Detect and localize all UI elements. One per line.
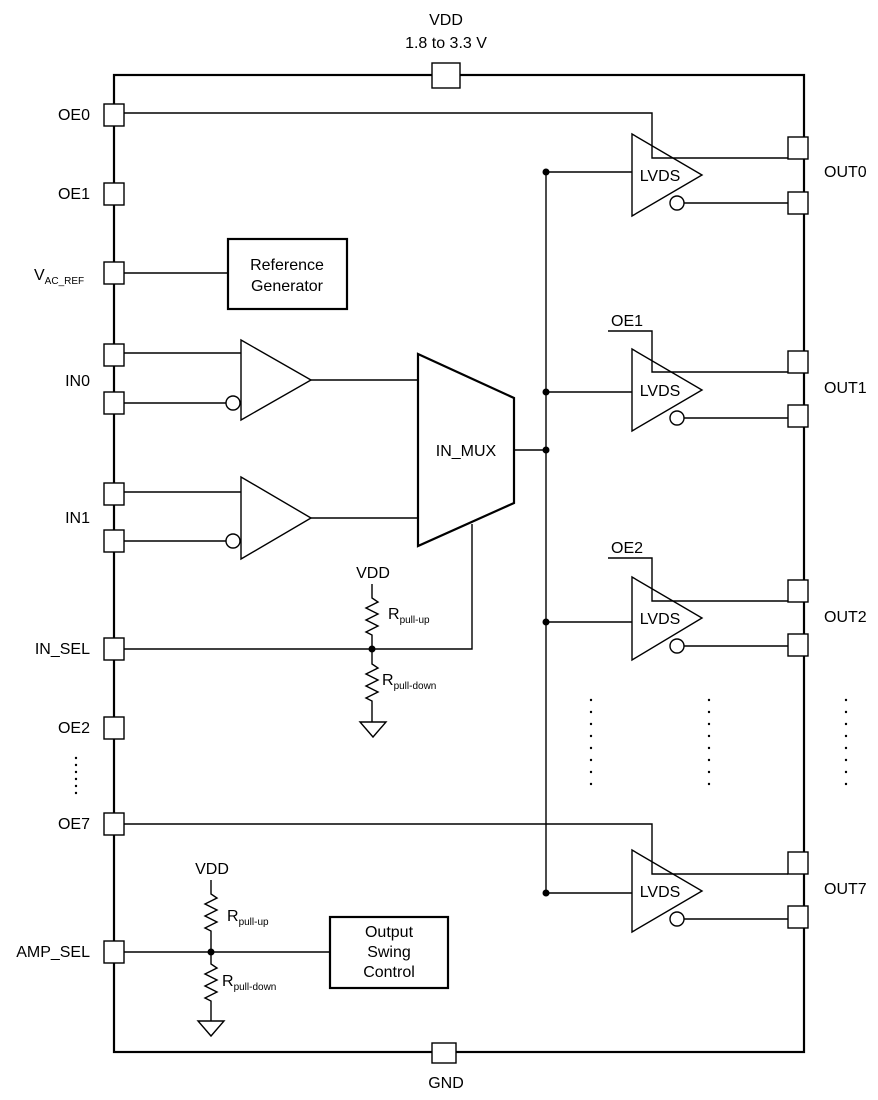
- pin-out0-n: [787, 191, 809, 215]
- pin-oe7: [103, 812, 125, 836]
- vdd-pin: [431, 62, 461, 89]
- output-swing-control-label-2: Swing: [367, 944, 411, 961]
- wire-lvds2-oe: [608, 557, 653, 590]
- vdd-range-label: 1.8 to 3.3 V: [405, 35, 487, 52]
- vdd-label: VDD: [429, 12, 463, 29]
- reference-generator-label-2: Generator: [251, 278, 324, 295]
- in-mux: [416, 352, 516, 548]
- input-buffer-in1: [240, 475, 313, 561]
- lvds-driver-2-label: LVDS: [640, 611, 681, 628]
- pin-out2-n: [787, 633, 809, 657]
- amp-sel-pull-down-resistor: [203, 952, 219, 1021]
- pin-label-out1: OUT1: [824, 380, 867, 397]
- pin-amp-sel: [103, 940, 125, 964]
- lvds-driver-7: [631, 848, 704, 934]
- pin-in0-p: [103, 343, 125, 367]
- wire-oe0: [124, 112, 653, 147]
- pin-vac-ref: [103, 261, 125, 285]
- pin-label-oe7: OE7: [58, 816, 90, 833]
- wire-lvds7-out-p: [651, 863, 788, 875]
- pin-out2-p: [787, 579, 809, 603]
- amp-sel-vdd-label: VDD: [195, 861, 229, 878]
- lvds-driver-2-invert-bubble: [669, 638, 685, 654]
- wire-lvds0-out-p: [651, 147, 788, 159]
- left-ellipsis: [74, 756, 78, 795]
- in-sel-pull-up-resistor: [364, 584, 380, 649]
- input-buffer-in0: [240, 338, 313, 422]
- lvds-driver-0-label: LVDS: [640, 168, 681, 185]
- pin-label-amp-sel: AMP_SEL: [16, 944, 90, 961]
- pin-out7-p: [787, 851, 809, 875]
- lvds-driver-1: [631, 347, 704, 433]
- gnd-label: GND: [428, 1075, 464, 1092]
- lvds-driver-1-invert-bubble: [669, 410, 685, 426]
- pin-label-oe0: OE0: [58, 107, 90, 124]
- wire-oe7: [124, 823, 653, 863]
- pin-out0-p: [787, 136, 809, 160]
- amp-sel-pull-down-label: Rpull-down: [222, 973, 276, 993]
- lvds-driver-1-label: LVDS: [640, 383, 681, 400]
- in-sel-ground-icon: [358, 721, 388, 739]
- reference-generator-box: [226, 237, 349, 311]
- pin-oe2: [103, 716, 125, 740]
- in-mux-label: IN_MUX: [436, 443, 497, 460]
- right-ellipsis: [844, 698, 848, 786]
- pin-out7-n: [787, 905, 809, 929]
- lvds-driver-7-label: LVDS: [640, 884, 681, 901]
- lvds-driver-1-oe-label: OE1: [611, 313, 643, 330]
- pin-oe0: [103, 103, 125, 127]
- gnd-pin: [431, 1042, 457, 1064]
- wire-lvds2-out-p: [651, 590, 788, 602]
- lvds-driver-7-invert-bubble: [669, 911, 685, 927]
- input-buffer-in1-invert-bubble: [225, 533, 241, 549]
- output-swing-control-box: [328, 915, 450, 990]
- reference-generator-label-1: Reference: [250, 257, 324, 274]
- pin-in0-n: [103, 391, 125, 415]
- amp-sel-pull-up-resistor: [203, 880, 219, 952]
- output-swing-control-label-1: Output: [365, 924, 414, 941]
- in-sel-vdd-label: VDD: [356, 565, 390, 582]
- in-sel-pull-down-label: Rpull-down: [382, 672, 436, 692]
- pin-out1-p: [787, 350, 809, 374]
- pin-label-in0: IN0: [65, 373, 90, 390]
- pin-in1-p: [103, 482, 125, 506]
- lvds-driver-2-oe-label: OE2: [611, 540, 643, 557]
- pin-label-out0: OUT0: [824, 164, 867, 181]
- in-sel-pull-down-resistor: [364, 649, 380, 722]
- chip-outline: [112, 73, 806, 1054]
- wire-in-sel: [124, 524, 473, 650]
- pin-in-sel: [103, 637, 125, 661]
- amp-sel-ground-icon: [196, 1020, 226, 1038]
- pin-out1-n: [787, 404, 809, 428]
- amp-sel-pull-up-label: Rpull-up: [227, 908, 269, 928]
- pin-label-oe1: OE1: [58, 186, 90, 203]
- pin-oe1: [103, 182, 125, 206]
- in-sel-pull-up-label: Rpull-up: [388, 606, 430, 626]
- input-buffer-in0-invert-bubble: [225, 395, 241, 411]
- bus-junction-mux: [542, 446, 550, 454]
- wire-lvds1-out-p: [651, 361, 788, 373]
- pin-label-oe2: OE2: [58, 720, 90, 737]
- pin-label-vac-ref: VAC_REF: [34, 267, 84, 287]
- pin-label-out2: OUT2: [824, 609, 867, 626]
- pin-label-out7: OUT7: [824, 881, 867, 898]
- pin-label-in1: IN1: [65, 510, 90, 527]
- lvds-driver-0: [631, 132, 704, 218]
- output-swing-control-label-3: Control: [363, 964, 415, 981]
- wire-lvds1-oe: [608, 330, 653, 361]
- middle-ellipsis: [589, 698, 711, 786]
- lvds-driver-0-invert-bubble: [669, 195, 685, 211]
- pin-label-in-sel: IN_SEL: [35, 641, 90, 658]
- lvds-driver-2: [631, 575, 704, 662]
- pin-in1-n: [103, 529, 125, 553]
